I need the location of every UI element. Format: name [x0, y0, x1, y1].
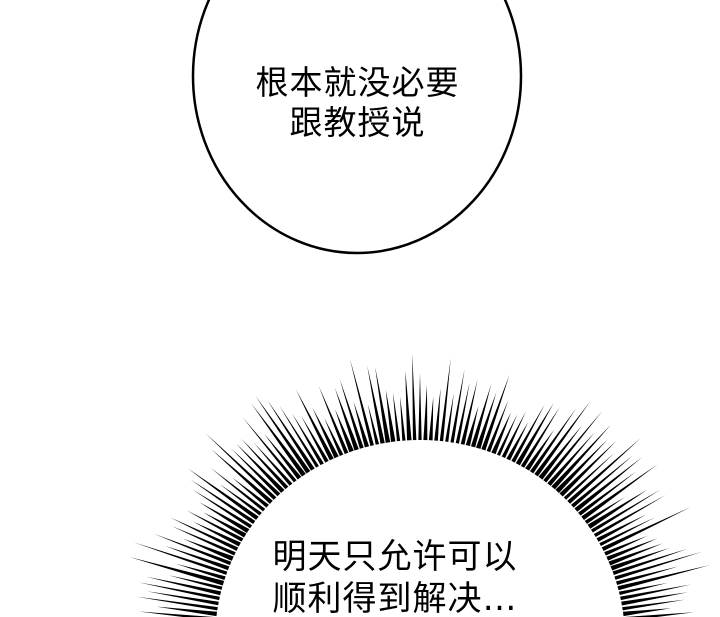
burst-line-1: 明天只允许可以 [272, 537, 518, 577]
speech-line-2: 跟教授说 [289, 103, 426, 142]
burst-bubble-text: 明天只允许可以 顺利得到解决… [250, 536, 540, 617]
speech-bubble-text: 根本就没必要 跟教授说 [230, 63, 485, 143]
burst-line-2: 顺利得到解决… [272, 579, 518, 617]
speech-line-1: 根本就没必要 [255, 63, 460, 102]
